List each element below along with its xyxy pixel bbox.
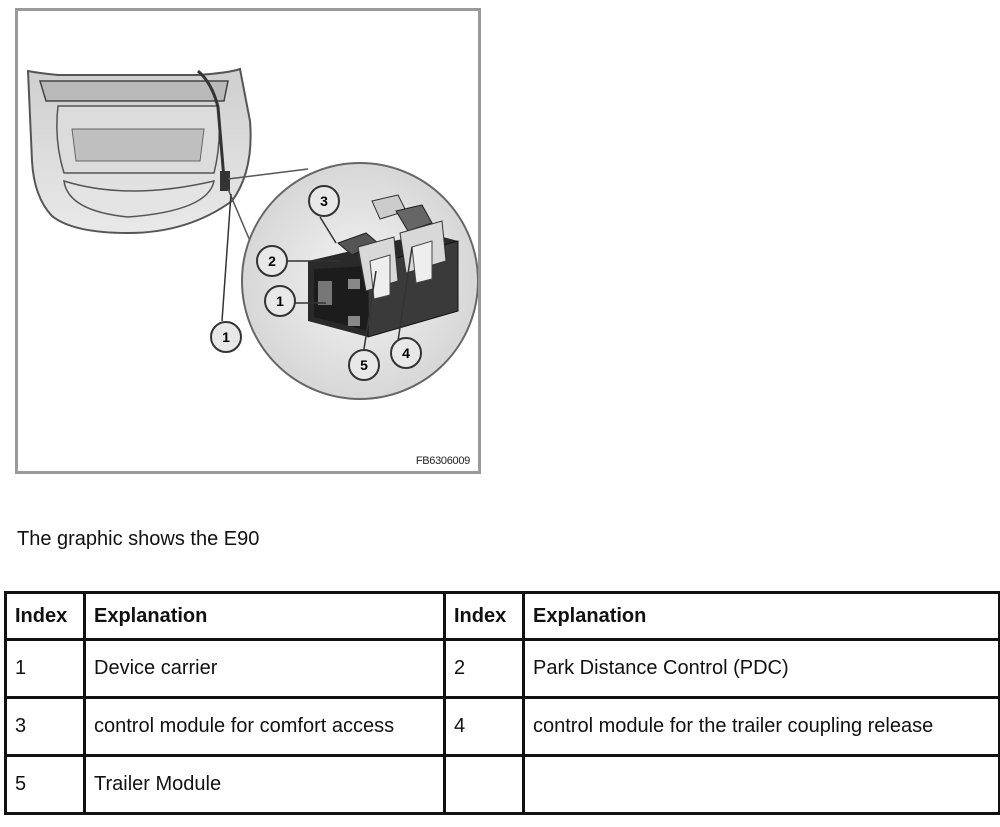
callout-4: 4 [390, 337, 422, 369]
svg-text:5: 5 [360, 357, 368, 373]
table-cell: 3 [4, 696, 86, 757]
table-cell [522, 754, 1000, 815]
table-cell: 2 [443, 638, 525, 699]
svg-text:3: 3 [320, 193, 328, 209]
callout-2: 2 [256, 245, 288, 277]
figure-frame: 1 2 3 4 5 1 FB6306009 [15, 8, 481, 474]
table-cell: 4 [443, 696, 525, 757]
svg-text:1: 1 [276, 293, 284, 309]
callout-leaders [221, 193, 413, 350]
figure-code: FB6306009 [415, 455, 470, 467]
zoom-leader-bottom [227, 188, 251, 242]
header-index: Index [443, 591, 525, 641]
zoom-leader-top [227, 168, 309, 180]
header-explanation: Explanation [522, 591, 1000, 641]
callout-5: 5 [348, 349, 380, 381]
table-cell [443, 754, 525, 815]
table-cell: Park Distance Control (PDC) [522, 638, 1000, 699]
figure-caption: The graphic shows the E90 [17, 528, 260, 550]
table-row: 5 Trailer Module [4, 754, 1000, 815]
svg-text:4: 4 [402, 345, 410, 361]
table-row: 1 Device carrier 2 Park Distance Control… [4, 638, 1000, 699]
car-rear [26, 67, 252, 235]
callout-1-main: 1 [210, 321, 242, 353]
table-cell: control module for the trailer coupling … [522, 696, 1000, 757]
svg-text:2: 2 [268, 253, 276, 269]
callout-3: 3 [308, 185, 340, 217]
legend-table: Index Explanation Index Explanation 1 De… [4, 591, 1000, 815]
table-cell: 5 [4, 754, 86, 815]
callout-1-zoom: 1 [264, 285, 296, 317]
table-cell: 1 [4, 638, 86, 699]
table-cell: Device carrier [83, 638, 446, 699]
table-header-row: Index Explanation Index Explanation [4, 591, 1000, 641]
svg-text:1: 1 [222, 329, 230, 345]
table-cell: Trailer Module [83, 754, 446, 815]
device-carrier-assembly [308, 194, 459, 338]
table-row: 3 control module for comfort access 4 co… [4, 696, 1000, 757]
trunk-illustration: 1 2 3 4 5 1 [26, 67, 478, 400]
header-index: Index [4, 591, 86, 641]
header-explanation: Explanation [83, 591, 446, 641]
table-cell: control module for comfort access [83, 696, 446, 757]
